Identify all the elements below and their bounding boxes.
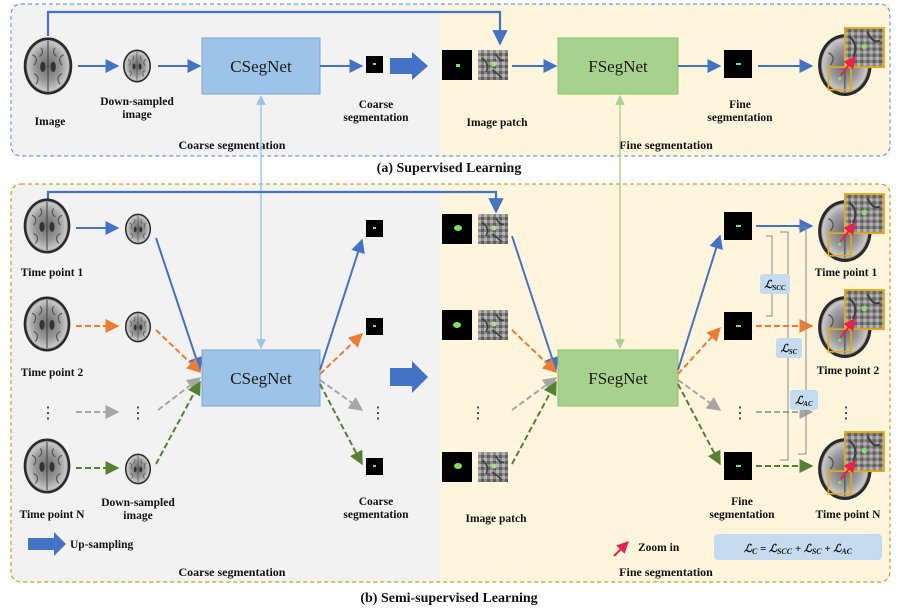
cseg-label-a: CSegNet <box>230 57 292 76</box>
image-patch-icon <box>478 452 508 482</box>
arrow-fseg-fine2 <box>677 326 721 375</box>
fseg-box-a <box>557 37 679 95</box>
brain-mri-icon <box>124 453 152 485</box>
mask-blob <box>454 225 462 231</box>
image-patch-icon <box>478 310 508 340</box>
bracket-ac <box>798 227 807 455</box>
zoom-arrow-icon <box>613 541 629 557</box>
mask-dot <box>373 465 376 467</box>
brain-mri-icon <box>23 295 71 353</box>
brain-mri-icon <box>124 311 152 343</box>
label-image-patch-b: Image patch <box>465 513 527 525</box>
legend-zoom-in: Zoom in <box>638 542 680 554</box>
brain-mri-icon <box>122 49 152 83</box>
up-sampling-legend-arrow <box>28 532 66 556</box>
mask-dot <box>736 63 741 65</box>
brain-mri-icon <box>124 213 152 245</box>
image-patch-icon <box>478 50 508 80</box>
mask-dot <box>736 325 741 327</box>
loss-formula-box <box>714 534 882 560</box>
loss-sc: ℒSC <box>781 343 798 356</box>
loss-scc: ℒSCC <box>764 279 785 292</box>
arrow-down1-cseg <box>155 237 203 372</box>
loss-scc-badge <box>760 274 790 294</box>
legend-up-sampling: Up-sampling <box>70 539 134 551</box>
dots-fine: ⋮ <box>732 405 748 422</box>
dots-out: ⋮ <box>838 405 854 422</box>
title-panel-b: (b) Semi-supervised Learning <box>360 591 537 606</box>
mask-blob <box>453 322 461 328</box>
arrow-cseg-coarse1 <box>319 238 365 371</box>
fseg-label-a: FSegNet <box>588 57 648 76</box>
arrow-patchn-fseg <box>511 380 557 465</box>
mask-dot <box>456 64 460 67</box>
arrow-downn-cseg <box>155 380 201 465</box>
dots-patch: ⋮ <box>470 405 486 422</box>
section-fine-a: Fine segmentation <box>619 138 713 152</box>
label-out-tp1: Time point 1 <box>815 267 878 279</box>
mask-dot <box>373 63 376 65</box>
dots-input: ⋮ <box>40 405 56 422</box>
up-sampling-arrow-b <box>390 361 428 393</box>
cseg-box-a <box>201 37 321 95</box>
mask-dot <box>736 465 741 467</box>
brain-mri-icon <box>23 437 71 495</box>
label-image-patch-a: Image patch <box>466 117 528 129</box>
arrow-patch2-fseg <box>511 329 558 373</box>
mask-dot <box>373 325 376 327</box>
label-tpn: Time point N <box>20 509 86 521</box>
arrow-fseg-finen <box>677 383 721 466</box>
dots-down: ⋮ <box>130 405 146 422</box>
panel-b-border <box>10 183 891 583</box>
mask-dot <box>736 225 741 227</box>
brain-mri-icon <box>23 36 73 96</box>
panel-b: Time point 1 Time point 2 ⋮ Time point N… <box>10 95 891 583</box>
mask-blob <box>454 463 462 469</box>
label-tp1: Time point 1 <box>21 267 84 279</box>
arrow-cseg-coarse2 <box>319 333 364 375</box>
cseg-label-b: CSegNet <box>230 369 292 388</box>
cseg-box-b <box>201 349 321 407</box>
up-sampling-arrow-a <box>390 52 428 80</box>
fseg-box-b <box>557 349 679 407</box>
title-panel-a: (a) Supervised Learning <box>377 161 522 176</box>
fseg-label-b: FSegNet <box>588 369 648 388</box>
arrow-patch1-fseg <box>511 235 559 372</box>
section-coarse-b: Coarse segmentation <box>179 565 286 579</box>
label-out-tp2: Time point 2 <box>817 365 880 377</box>
arrow-down2-cseg <box>155 329 202 373</box>
label-tp2: Time point 2 <box>21 367 84 379</box>
image-patch-icon <box>478 214 508 244</box>
loss-ac: ℒAC <box>795 395 813 408</box>
section-coarse-a: Coarse segmentation <box>179 138 286 152</box>
panel-a-skip-arrow <box>46 10 508 46</box>
section-fine-b: Fine segmentation <box>619 565 713 579</box>
loss-sc-badge <box>776 338 802 358</box>
arrow-fseg-fine1 <box>677 234 723 371</box>
label-image: Image <box>35 116 66 128</box>
loss-formula: ℒC = ℒSCC + ℒSC + ℒAC <box>744 543 853 556</box>
brain-mri-icon <box>23 197 71 255</box>
dots-coarse: ⋮ <box>370 405 386 422</box>
mask-dot <box>373 227 376 229</box>
panel-a-border <box>10 3 891 157</box>
arrow-cseg-coarsen <box>319 383 363 466</box>
loss-ac-badge <box>790 390 818 410</box>
label-out-tpn: Time point N <box>816 509 882 521</box>
